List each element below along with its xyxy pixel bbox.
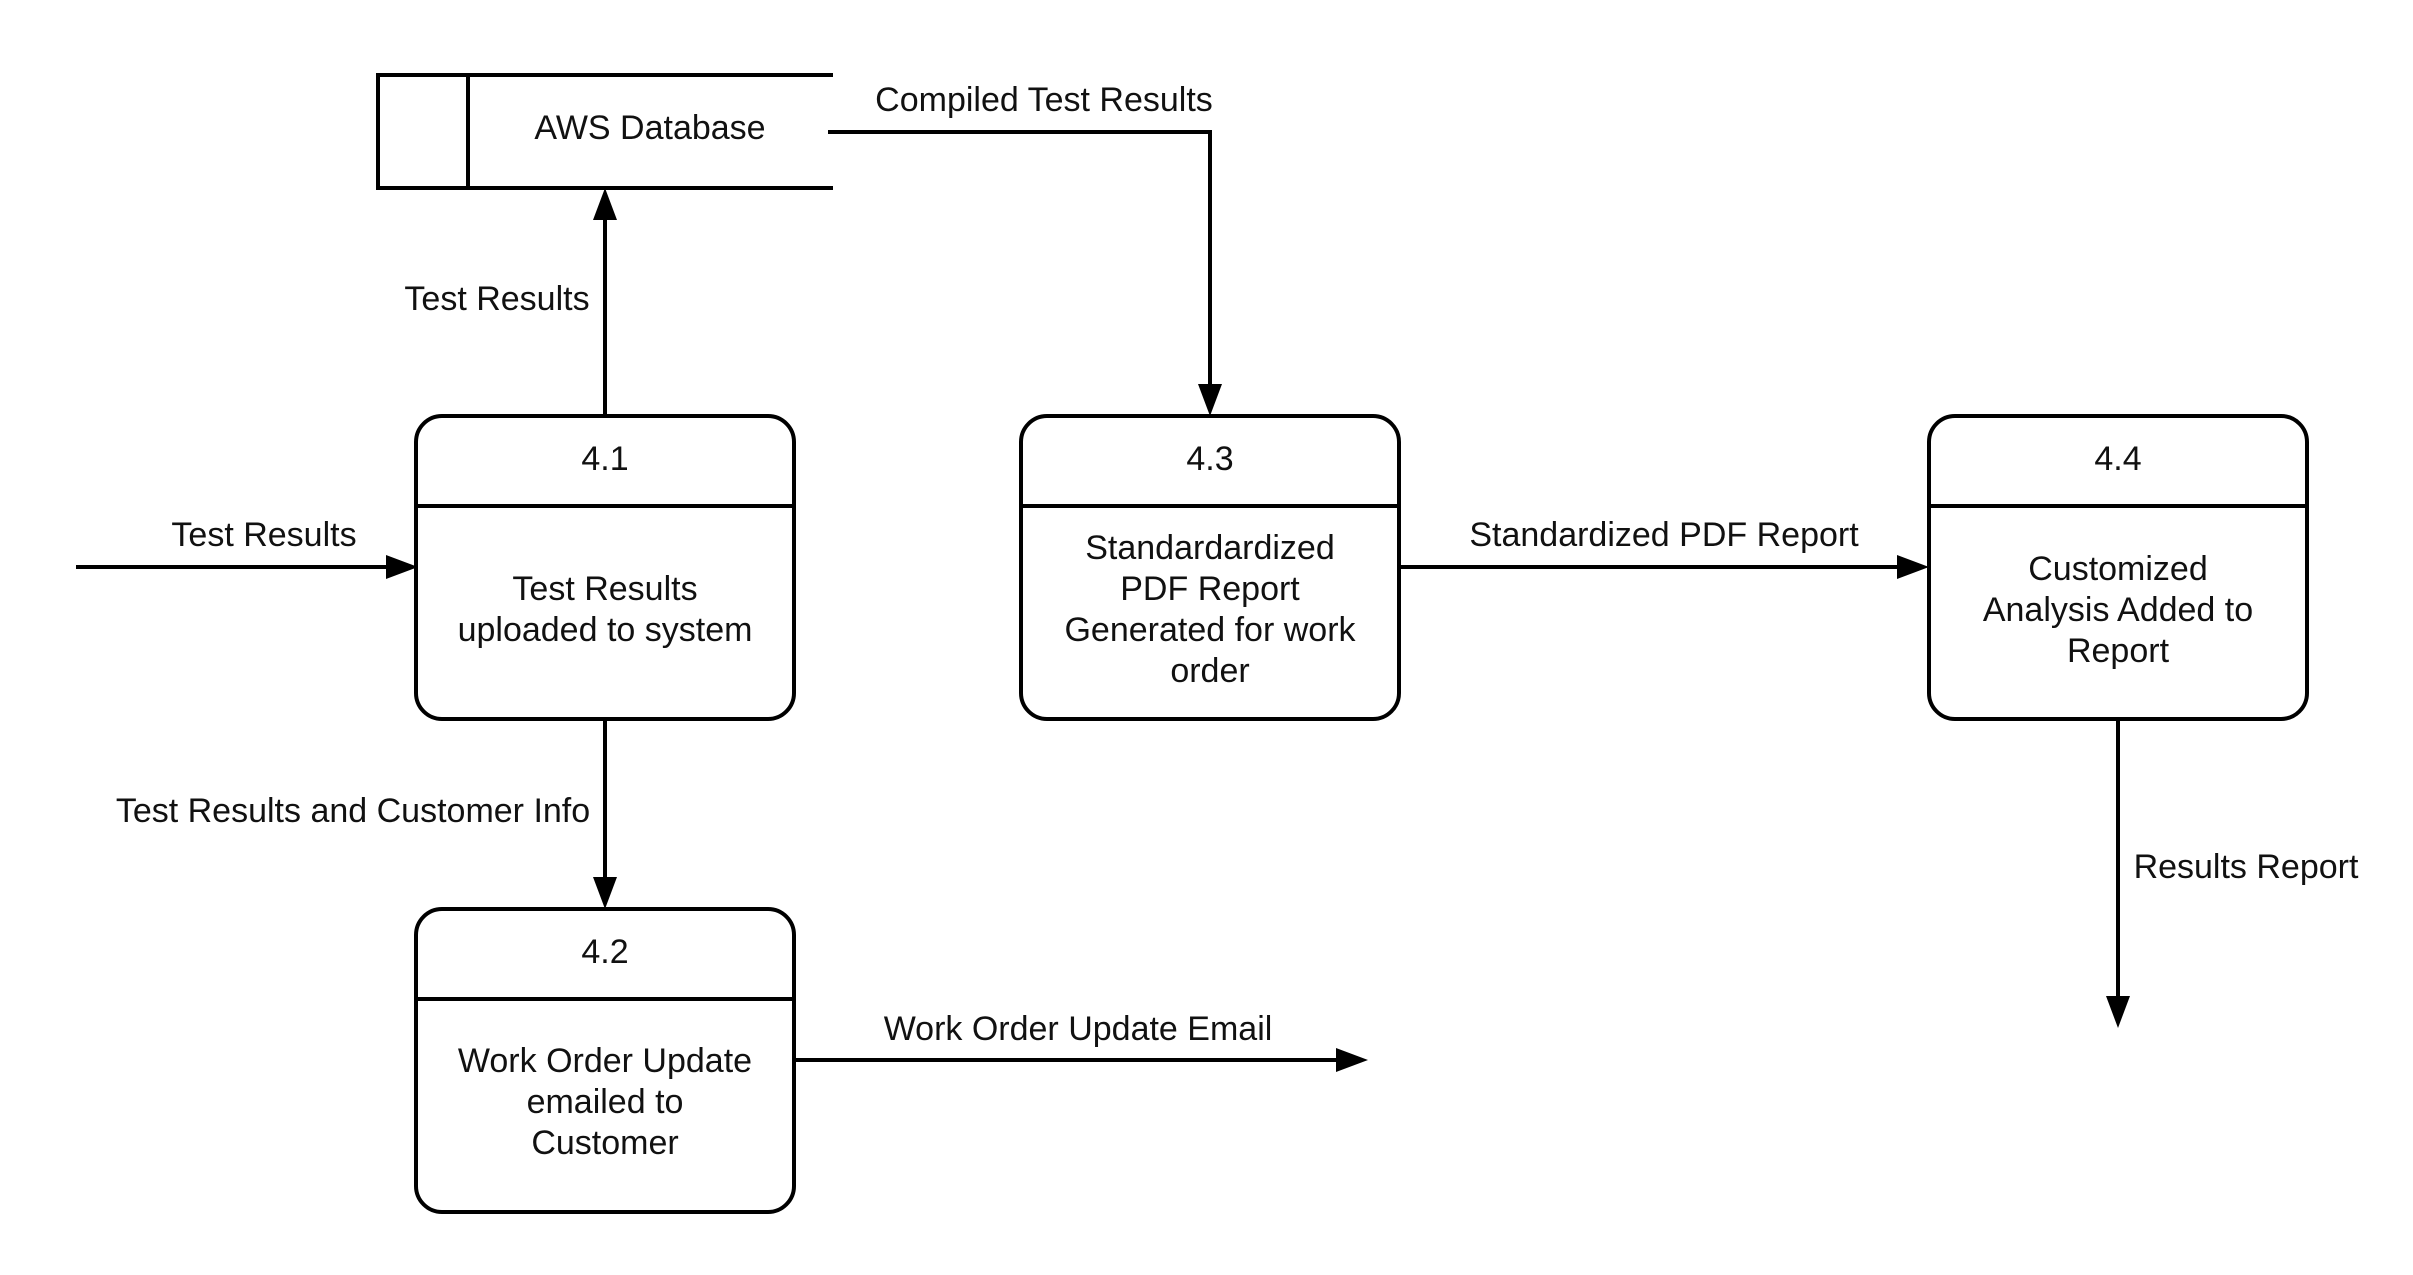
flow-input-test-results[interactable]: Test Results bbox=[76, 516, 418, 579]
flow-results-report-label: Results Report bbox=[2134, 848, 2359, 886]
process-4-3-text-line-4: order bbox=[1170, 652, 1249, 690]
flow-results-report-arrowhead bbox=[2106, 996, 2130, 1028]
flow-standardized-report[interactable]: Standardized PDF Report bbox=[1399, 516, 1929, 579]
flow-input-label: Test Results bbox=[171, 516, 356, 554]
process-4-1[interactable]: 4.1 Test Results uploaded to system bbox=[414, 414, 796, 721]
process-4-4-id: 4.4 bbox=[2094, 440, 2141, 478]
flow-work-order-email[interactable]: Work Order Update Email bbox=[794, 1010, 1368, 1072]
process-4-3-text-line-2: PDF Report bbox=[1120, 570, 1300, 608]
process-4-3-id: 4.3 bbox=[1186, 440, 1233, 478]
flow-compiled-label: Compiled Test Results bbox=[875, 81, 1213, 119]
flow-compiled-arrowhead bbox=[1198, 384, 1222, 416]
flow-input-arrowhead bbox=[386, 555, 418, 579]
process-4-2-text-line-2: emailed to bbox=[527, 1083, 684, 1121]
flow-standardized-arrowhead bbox=[1897, 555, 1929, 579]
flow-customer-info-arrowhead bbox=[593, 877, 617, 909]
process-4-2[interactable]: 4.2 Work Order Update emailed to Custome… bbox=[414, 907, 796, 1214]
flow-compiled-line bbox=[828, 130, 1212, 390]
process-4-3[interactable]: 4.3 Standardardized PDF Report Generated… bbox=[1019, 414, 1401, 721]
flow-standardized-label: Standardized PDF Report bbox=[1469, 516, 1859, 554]
data-store-aws-database[interactable]: AWS Database bbox=[376, 73, 833, 190]
flow-email-arrowhead bbox=[1336, 1048, 1368, 1072]
flow-compiled-results[interactable]: Compiled Test Results bbox=[828, 81, 1222, 416]
process-4-3-text-line-1: Standardardized bbox=[1085, 529, 1335, 567]
process-4-2-text-line-3: Customer bbox=[531, 1124, 678, 1162]
flow-customer-info-label: Test Results and Customer Info bbox=[116, 792, 590, 830]
process-4-4[interactable]: 4.4 Customized Analysis Added to Report bbox=[1927, 414, 2309, 721]
process-4-1-id: 4.1 bbox=[581, 440, 628, 478]
process-4-4-text-line-1: Customized bbox=[2028, 550, 2208, 588]
process-4-2-text-line-1: Work Order Update bbox=[458, 1042, 752, 1080]
process-4-2-id: 4.2 bbox=[581, 933, 628, 971]
process-4-4-text-line-3: Report bbox=[2067, 632, 2170, 670]
data-store-label: AWS Database bbox=[534, 109, 765, 147]
flow-email-label: Work Order Update Email bbox=[884, 1010, 1273, 1048]
flow-results-and-customer-info[interactable]: Test Results and Customer Info bbox=[116, 719, 617, 909]
process-4-3-text-line-3: Generated for work bbox=[1064, 611, 1356, 649]
process-4-1-text-line-1: Test Results bbox=[512, 570, 697, 608]
process-4-1-text-line-2: uploaded to system bbox=[458, 611, 753, 649]
flow-to-database-label: Test Results bbox=[404, 280, 589, 318]
flow-to-database[interactable]: Test Results bbox=[404, 188, 617, 416]
flow-to-database-arrowhead bbox=[593, 188, 617, 220]
process-4-4-text-line-2: Analysis Added to bbox=[1983, 591, 2253, 629]
flow-results-report[interactable]: Results Report bbox=[2106, 719, 2359, 1028]
